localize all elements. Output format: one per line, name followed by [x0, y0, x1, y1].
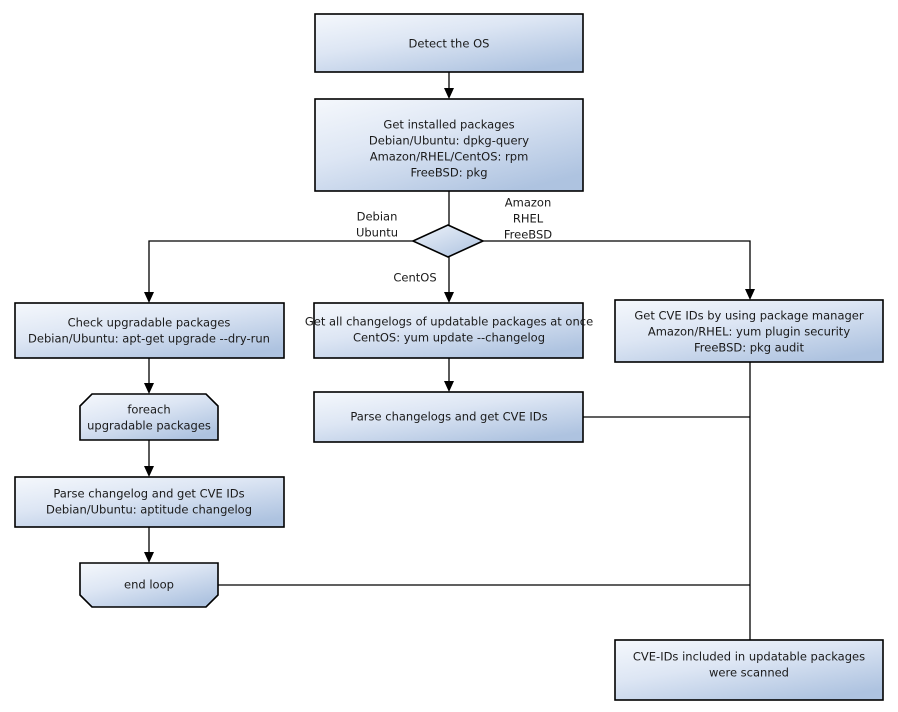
node-get-cve-ids-package-manager-line-1: Amazon/RHEL: yum plugin security: [648, 325, 850, 339]
node-get-all-changelogs-line-1: CentOS: yum update --changelog: [353, 331, 545, 345]
node-foreach-line-1: upgradable packages: [87, 419, 211, 433]
node-get-cve-ids-package-manager[interactable]: Get CVE IDs by using package manager Ama…: [614, 299, 884, 363]
node-os-decision[interactable]: [411, 224, 485, 258]
node-get-installed-packages-line-2: Amazon/RHEL/CentOS: rpm: [370, 150, 529, 164]
node-parse-changelogs-line-0: Parse changelogs and get CVE IDs: [350, 410, 547, 424]
edge-label-amazon-rhel-freebsd: Amazon RHEL FreeBSD: [504, 196, 552, 242]
node-parse-changelog-get-cve-ids[interactable]: Parse changelog and get CVE IDs Debian/U…: [14, 476, 285, 528]
node-parse-changelog-line-1: Debian/Ubuntu: aptitude changelog: [46, 503, 252, 517]
connector-package-manager-rail: [745, 362, 755, 655]
node-get-installed-packages-line-3: FreeBSD: pkg: [410, 166, 487, 180]
connector-layer: [144, 72, 755, 655]
node-cve-ids-scanned-line-0: CVE-IDs included in updatable packages: [633, 650, 865, 664]
node-cve-ids-scanned-line-1: were scanned: [709, 666, 789, 680]
edge-label-amazon-rhel-freebsd-line-0: Amazon: [505, 196, 551, 210]
node-get-cve-ids-package-manager-line-2: FreeBSD: pkg audit: [694, 341, 805, 355]
connector-decision-to-check-upgradable: [144, 240, 413, 303]
node-parse-changelogs-get-cve-ids[interactable]: Parse changelogs and get CVE IDs: [313, 391, 584, 443]
edge-label-debian-ubuntu: Debian Ubuntu: [356, 210, 398, 240]
connector-decision-to-package-manager: [483, 240, 755, 300]
node-get-all-changelogs[interactable]: Get all changelogs of updatable packages…: [305, 302, 593, 359]
node-get-installed-packages-line-1: Debian/Ubuntu: dpkg-query: [369, 134, 529, 148]
connector-foreach-to-parse-changelog: [144, 440, 154, 477]
edge-label-amazon-rhel-freebsd-line-2: FreeBSD: [504, 228, 552, 242]
connector-get-changelogs-to-parse-changelogs: [444, 358, 454, 392]
node-foreach-line-0: foreach: [127, 403, 170, 417]
connector-check-upgradable-to-foreach: [144, 358, 154, 394]
node-layer: Detect the OS Get installed packages Deb…: [14, 13, 884, 701]
edge-label-debian-ubuntu-line-1: Ubuntu: [356, 226, 398, 240]
node-end-loop-line-0: end loop: [124, 578, 174, 592]
node-foreach-upgradable-packages[interactable]: foreach upgradable packages: [79, 393, 219, 441]
connector-decision-to-get-changelogs: [444, 257, 454, 303]
edge-label-amazon-rhel-freebsd-line-1: RHEL: [513, 212, 544, 226]
node-cve-ids-scanned[interactable]: CVE-IDs included in updatable packages w…: [614, 639, 884, 701]
edge-label-centos-line-0: CentOS: [393, 271, 436, 285]
node-check-upgradable-packages[interactable]: Check upgradable packages Debian/Ubuntu:…: [14, 302, 285, 359]
edge-label-centos: CentOS: [393, 271, 436, 285]
node-get-cve-ids-package-manager-line-0: Get CVE IDs by using package manager: [634, 309, 864, 323]
node-end-loop[interactable]: end loop: [79, 562, 219, 608]
node-detect-os[interactable]: Detect the OS: [314, 13, 584, 73]
node-get-installed-packages-line-0: Get installed packages: [383, 118, 514, 132]
node-parse-changelog-line-0: Parse changelog and get CVE IDs: [53, 487, 244, 501]
connector-detect-os-to-get-packages: [444, 72, 454, 99]
node-detect-os-line-0: Detect the OS: [409, 37, 490, 51]
edge-label-debian-ubuntu-line-0: Debian: [357, 210, 398, 224]
connector-parse-changelog-to-end-loop: [144, 527, 154, 563]
edge-label-layer: Debian Ubuntu Amazon RHEL FreeBSD CentOS: [356, 196, 552, 285]
node-check-upgradable-packages-line-1: Debian/Ubuntu: apt-get upgrade --dry-run: [28, 332, 270, 346]
node-get-all-changelogs-line-0: Get all changelogs of updatable packages…: [305, 315, 593, 329]
node-get-installed-packages[interactable]: Get installed packages Debian/Ubuntu: dp…: [314, 98, 584, 192]
node-check-upgradable-packages-line-0: Check upgradable packages: [68, 316, 231, 330]
